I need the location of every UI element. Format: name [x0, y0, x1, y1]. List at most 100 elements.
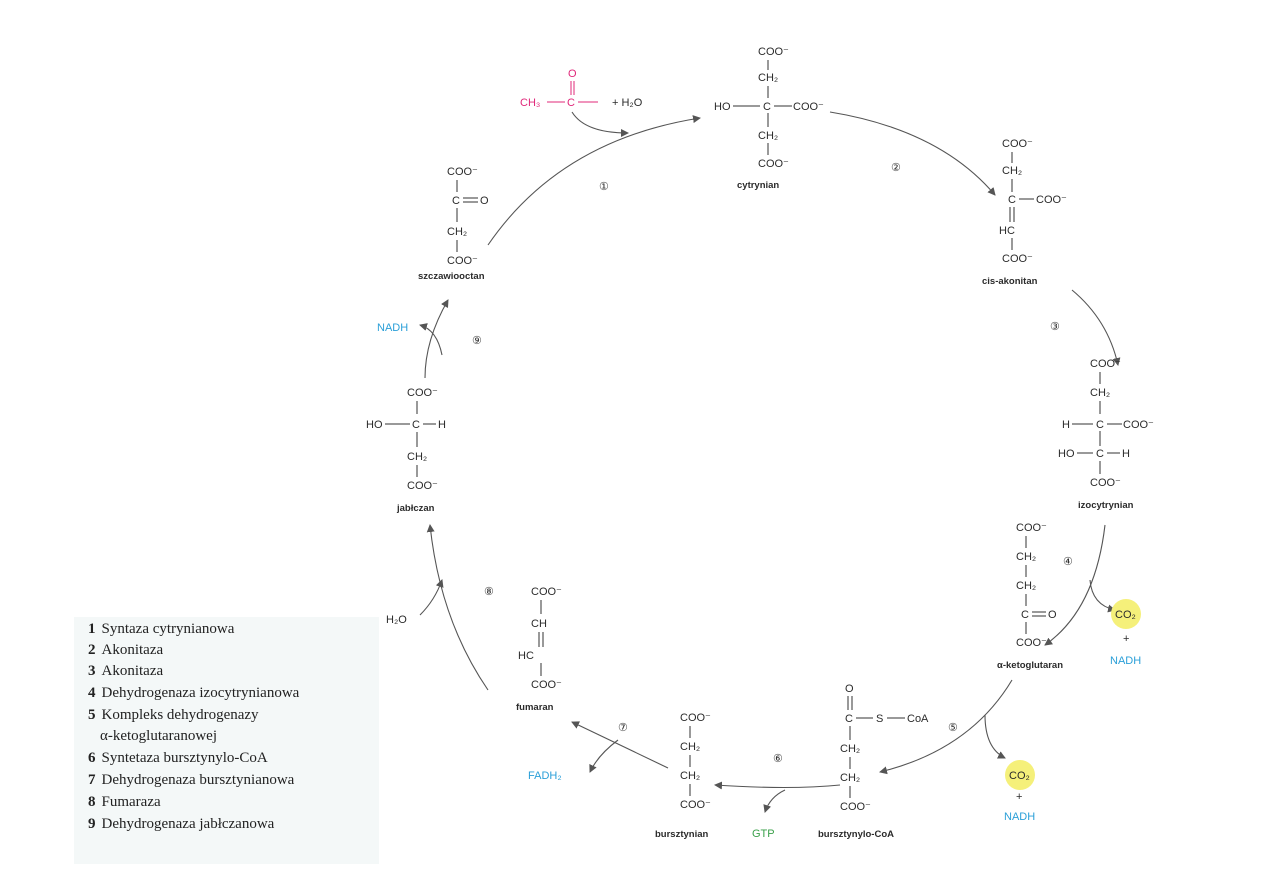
bur-coo-bottom: COO⁻	[680, 799, 711, 811]
izocytrynian-structure: COO⁻ CH₂ H C COO⁻ HO C H COO⁻ izocytryni…	[1058, 358, 1154, 511]
scoa-o: O	[845, 683, 854, 695]
szczawiooctan-label: szczawiooctan	[418, 271, 485, 282]
legend-number: 7	[88, 772, 96, 788]
cis-akonitan-structure: COO⁻ CH₂ C COO⁻ HC COO⁻ cis-akonitan	[982, 138, 1067, 287]
plus-b: +	[1016, 791, 1022, 803]
scoa-s: S	[876, 713, 883, 725]
nadh-a: NADH	[1110, 655, 1141, 667]
step-9: ⑨	[472, 335, 482, 347]
co2-release-arrow-a	[1089, 579, 1116, 613]
legend-item-5: 5 Kompleks dehydrogenazy	[88, 707, 259, 724]
jablczan-label: jabłczan	[396, 503, 435, 514]
step-6: ⑥	[773, 753, 783, 765]
step-1: ①	[599, 181, 609, 193]
jablczan-structure: COO⁻ HO C H CH₂ COO⁻ jabłczan	[366, 387, 446, 514]
gtp-release-arrow	[763, 789, 786, 813]
izo-coo-bottom: COO⁻	[1090, 477, 1121, 489]
legend-label: Syntaza cytrynianowa	[101, 621, 235, 637]
izocytrynian-label: izocytrynian	[1078, 500, 1134, 511]
legend-number: 1	[88, 621, 96, 637]
izo-h: H	[1062, 419, 1070, 431]
arrow-step-4	[1044, 524, 1106, 646]
izo-c2: C	[1096, 448, 1104, 460]
izo-ch2: CH₂	[1090, 387, 1110, 399]
water-entry-arrow	[419, 579, 444, 616]
akonitan-coo-bottom: COO⁻	[1002, 253, 1033, 265]
step-4: ④	[1063, 556, 1073, 568]
fumaran-label: fumaran	[516, 702, 554, 713]
nadh-b: NADH	[1004, 811, 1035, 823]
arrow-step-5	[879, 679, 1013, 775]
cytrynian-ho: HO	[714, 101, 731, 113]
cytrynian-label: cytrynian	[737, 180, 779, 191]
bur-ch2-a: CH₂	[680, 741, 700, 753]
cytrynian-ch2-a: CH₂	[758, 72, 778, 84]
fum-ch: CH	[531, 618, 547, 630]
izo-ho: HO	[1058, 448, 1075, 460]
nadh-c: NADH	[377, 322, 408, 334]
arrow-step-6	[714, 781, 841, 790]
acetyl-oxygen: O	[568, 68, 577, 80]
step-8: ⑧	[484, 586, 494, 598]
step-3: ③	[1050, 321, 1060, 333]
bursztynian-structure: COO⁻ CH₂ CH₂ COO⁻ bursztynian	[655, 712, 711, 840]
akonitan-ch2: CH₂	[1002, 165, 1022, 177]
legend-item-8: 8 Fumaraza	[88, 794, 161, 811]
legend-number: 5	[88, 707, 96, 723]
acetyl-carbon: C	[567, 97, 575, 109]
legend-label: Akonitaza	[101, 642, 164, 658]
legend-label: Dehydrogenaza izocytrynianowa	[101, 685, 300, 701]
keto-c: C	[1021, 609, 1029, 621]
akonitan-coo-top: COO⁻	[1002, 138, 1033, 150]
arrow-step-1	[487, 115, 701, 246]
plus-a: +	[1123, 633, 1129, 645]
legend-item-6: 6 Syntetaza bursztynylo-CoA	[88, 750, 268, 767]
legend-number: 9	[88, 816, 96, 832]
bursztynylo-coa-structure: O C S CoA CH₂ CH₂ COO⁻ bursztynylo-CoA	[818, 683, 929, 840]
szcz-coo-top: COO⁻	[447, 166, 478, 178]
fum-coo-bottom: COO⁻	[531, 679, 562, 691]
co2-release-arrow-b	[984, 714, 1006, 759]
legend-number: 8	[88, 794, 96, 810]
scoa-ch2-b: CH₂	[840, 772, 860, 784]
szcz-o: O	[480, 195, 489, 207]
szcz-coo-bottom: COO⁻	[447, 255, 478, 267]
legend-number: 4	[88, 685, 96, 701]
step-5: ⑤	[948, 722, 958, 734]
izo-coo-top: COO⁻	[1090, 358, 1121, 370]
jab-ho: HO	[366, 419, 383, 431]
akonitan-coo-right: COO⁻	[1036, 194, 1067, 206]
akonitan-c: C	[1008, 194, 1016, 206]
ketoglutaran-structure: COO⁻ CH₂ CH₂ C O COO⁻ α-ketoglutaran	[997, 522, 1063, 671]
keto-coo-top: COO⁻	[1016, 522, 1047, 534]
legend-label: Syntetaza bursztynylo-CoA	[101, 750, 268, 766]
legend-label: α-ketoglutaranowej	[100, 728, 217, 744]
bursztynylo-coa-label: bursztynylo-CoA	[818, 829, 894, 840]
legend-item-4: 4 Dehydrogenaza izocytrynianowa	[88, 685, 299, 702]
keto-coo-bottom: COO⁻	[1016, 637, 1047, 649]
cytrynian-coo-top: COO⁻	[758, 46, 789, 58]
cytrynian-c: C	[763, 101, 771, 113]
ketoglutaran-label: α-ketoglutaran	[997, 660, 1063, 671]
arrow-step-9	[424, 299, 449, 379]
arrow-step-7	[571, 721, 669, 769]
szcz-c: C	[452, 195, 460, 207]
izo-coo-right: COO⁻	[1123, 419, 1154, 431]
byproducts: CO₂ + NADH CO₂ + NADH GTP FADH₂ H₂O NADH	[377, 322, 1141, 840]
fadh2-release-arrow	[589, 739, 619, 773]
keto-ch2-a: CH₂	[1016, 551, 1036, 563]
szcz-ch2: CH₂	[447, 226, 467, 238]
scoa-c: C	[845, 713, 853, 725]
jab-c: C	[412, 419, 420, 431]
cytrynian-structure: COO⁻ CH₂ HO C COO⁻ CH₂ COO⁻ cytrynian	[714, 46, 824, 191]
legend-label: Fumaraza	[101, 794, 161, 810]
legend-label: Kompleks dehydrogenazy	[101, 707, 259, 723]
legend-item-5-continued: α-ketoglutaranowej	[100, 728, 217, 745]
acetyl-methyl: CH₃	[520, 97, 540, 109]
legend-number: 6	[88, 750, 96, 766]
scoa-ch2-a: CH₂	[840, 743, 860, 755]
